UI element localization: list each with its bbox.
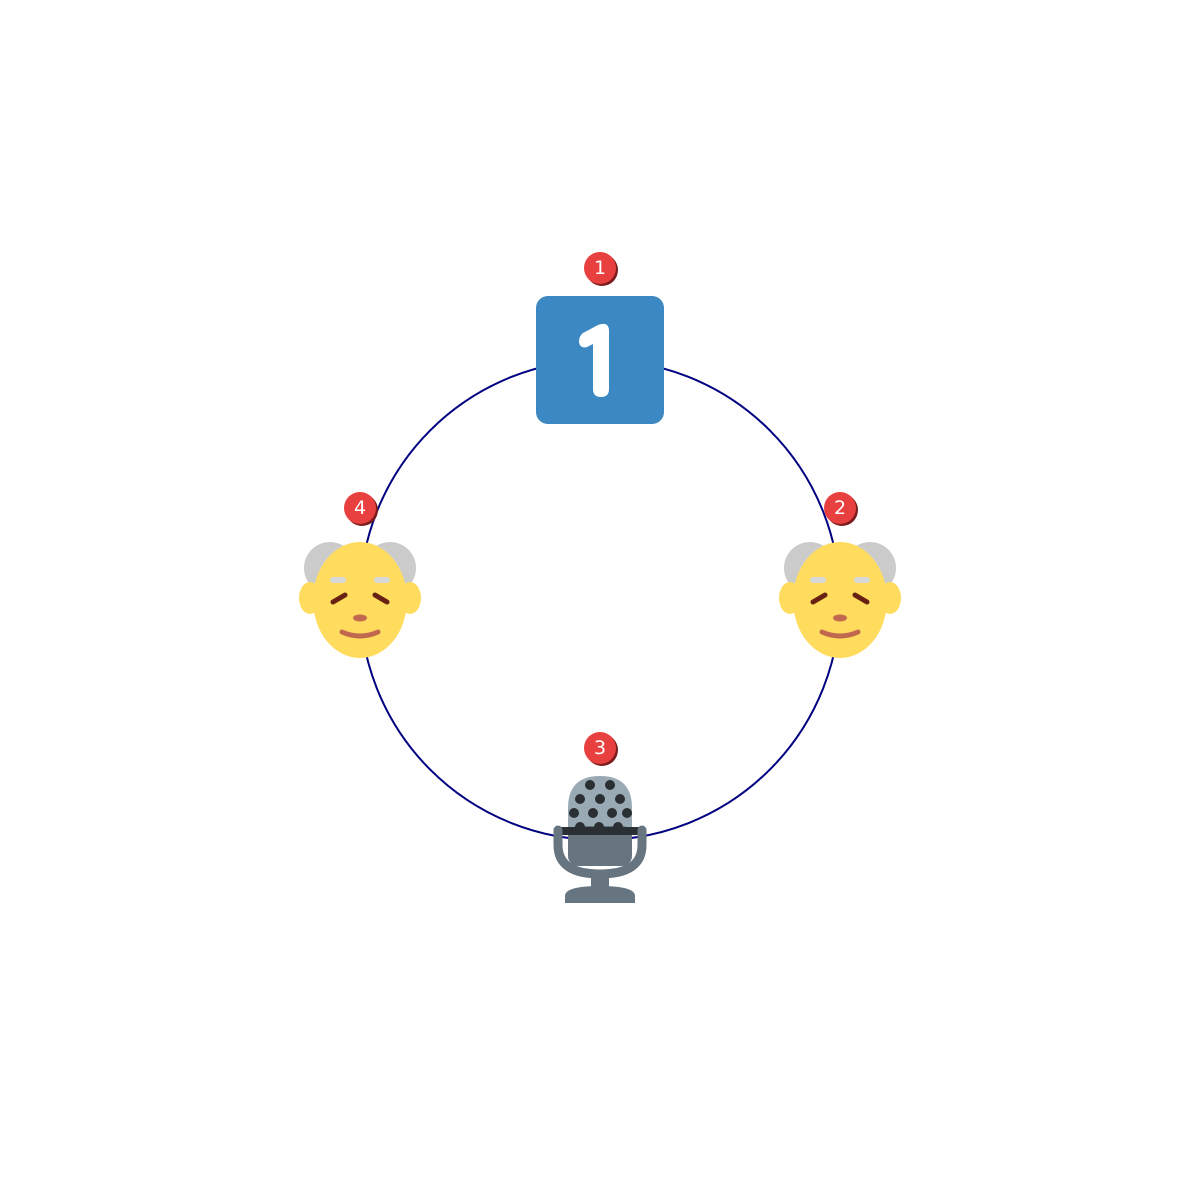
order-badge-label: 4 xyxy=(354,497,366,519)
node-1: 1 xyxy=(536,252,664,424)
node-4: 4 xyxy=(299,492,421,658)
cycle-ring xyxy=(359,359,841,841)
keycap-digit-one-icon xyxy=(536,296,664,424)
node-2: 2 xyxy=(779,492,901,658)
order-badge: 1 xyxy=(584,252,618,286)
order-badge: 2 xyxy=(824,492,858,526)
old-man-face-icon xyxy=(779,542,901,658)
studio-microphone-icon xyxy=(553,776,647,903)
order-badge-label: 1 xyxy=(594,257,606,279)
order-badge: 3 xyxy=(584,732,618,766)
old-man-face-icon xyxy=(299,542,421,658)
order-badge: 4 xyxy=(344,492,378,526)
order-badge-label: 3 xyxy=(594,737,606,759)
node-3: 3 xyxy=(553,732,647,903)
order-badge-label: 2 xyxy=(834,497,846,519)
